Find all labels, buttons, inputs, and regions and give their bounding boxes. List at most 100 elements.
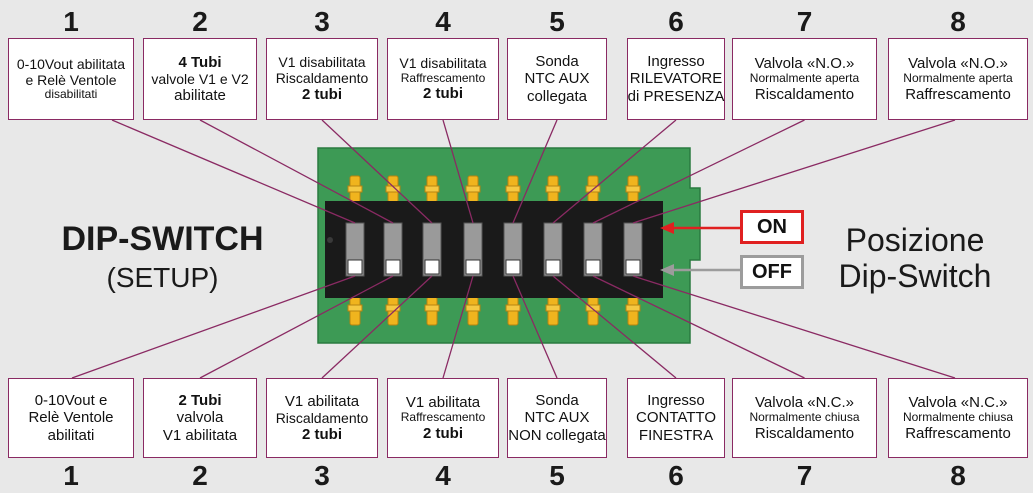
switch-lever-1: [347, 259, 363, 275]
leader-top-1: [111, 119, 356, 224]
off-description-7-line-2: Normalmente chiusa: [749, 410, 860, 425]
switch-number-bottom-1: 1: [63, 460, 79, 491]
switch-lever-2: [385, 259, 401, 275]
switch-number-top-7: 7: [796, 6, 813, 37]
diagram-title: DIP-SWITCH: [61, 220, 264, 258]
pin-bottom-cap-2: [385, 304, 401, 312]
leader-top-8: [632, 119, 956, 224]
pin-bottom-cap-6: [545, 304, 561, 312]
switch-number-top-8: 8: [950, 6, 966, 37]
off-description-3-line-1: V1 abilitata: [284, 392, 360, 410]
on-description-4-line-2: Raffrescamento: [400, 70, 486, 85]
pin-top-cap-8: [625, 185, 641, 193]
switch-lever-3: [424, 259, 440, 275]
pin-top-cap-5: [505, 185, 521, 193]
leader-bottom-3: [321, 275, 433, 379]
pin-bottom-cap-7: [585, 304, 601, 312]
off-description-4-line-1: V1 abilitata: [405, 393, 481, 411]
switch-number-bottom-2: 2: [192, 460, 208, 491]
on-arrow-head: [660, 222, 674, 234]
position-label-line2: Dip-Switch: [838, 258, 992, 294]
pin-top-cap-6: [545, 185, 561, 193]
on-description-6-line-2: RILEVATORE: [629, 70, 723, 88]
pin-top-cap-1: [347, 185, 363, 193]
off-description-1-line-3: abilitati: [47, 426, 95, 444]
top-pins: [347, 175, 641, 203]
leader-top-2: [199, 119, 394, 224]
off-description-3-line-2: Riscaldamento: [275, 409, 369, 426]
switch-number-bottom-3: 3: [314, 460, 330, 491]
off-description-2-line-3: V1 abilitata: [162, 426, 238, 444]
off-description-5-line-3: NON collegata: [508, 426, 606, 444]
position-label-line1: Posizione: [845, 222, 985, 258]
off-description-6-line-1: Ingresso: [647, 392, 705, 410]
position-label: Posizione Dip-Switch: [830, 222, 1000, 294]
off-description-3-line-3: 2 tubi: [302, 426, 342, 444]
off-label: OFF: [740, 255, 804, 289]
off-description-4-line-2: Raffrescamento: [400, 410, 486, 425]
on-description-6-line-3: di PRESENZA: [627, 87, 725, 105]
switch-number-top-2: 2: [192, 6, 208, 37]
pin1-marker: [327, 237, 333, 243]
leader-top-4: [442, 119, 474, 224]
on-description-4-line-3: 2 tubi: [423, 85, 463, 103]
off-description-8-line-3: Raffrescamento: [905, 424, 1011, 442]
on-description-1-line-1: 0-10Vout abilitata: [16, 56, 126, 72]
on-description-7-line-1: Valvola «N.O.»: [754, 54, 855, 72]
off-description-7-line-3: Riscaldamento: [754, 424, 855, 442]
on-description-2-line-2: valvole V1 e V2: [151, 70, 249, 87]
leader-bottom-1: [71, 275, 356, 379]
on-description-7-line-3: Riscaldamento: [754, 85, 855, 103]
off-description-7-line-1: Valvola «N.C.»: [755, 393, 854, 411]
leader-bottom-2: [199, 275, 394, 379]
switch-number-top-6: 6: [668, 6, 684, 37]
switch-lever-6: [545, 259, 561, 275]
on-description-5-line-1: Sonda: [535, 53, 579, 71]
leader-bottom-5: [512, 275, 558, 379]
on-description-3-line-2: Riscaldamento: [275, 70, 369, 87]
off-description-1-line-1: 0-10Vout e: [34, 392, 108, 410]
bottom-pins: [347, 296, 641, 326]
pin-bottom-cap-1: [347, 304, 363, 312]
switch-lever-8: [625, 259, 641, 275]
on-description-1-line-3: disabilitati: [44, 87, 98, 102]
pin-bottom-cap-8: [625, 304, 641, 312]
leader-top-5: [512, 119, 558, 224]
leader-top-3: [321, 119, 433, 224]
pin-bottom-cap-4: [465, 304, 481, 312]
on-description-5-line-2: NTC AUX: [524, 70, 590, 88]
switch-lever-7: [585, 259, 601, 275]
on-description-8-line-1: Valvola «N.O.»: [908, 54, 1008, 72]
switch-number-bottom-6: 6: [668, 460, 684, 491]
off-description-8-line-2: Normalmente chiusa: [902, 410, 1014, 425]
off-description-5-line-1: Sonda: [535, 392, 579, 410]
on-description-8-line-2: Normalmente aperta: [903, 71, 1013, 86]
leader-bottom-7: [592, 275, 805, 379]
switch-lever-4: [465, 259, 481, 275]
on-description-6-line-1: Ingresso: [647, 53, 705, 71]
switch-actuators: [345, 222, 643, 277]
switch-number-bottom-7: 7: [796, 460, 813, 491]
pin-bottom-cap-5: [505, 304, 521, 312]
pin-top-cap-4: [465, 185, 481, 193]
off-description-4-line-3: 2 tubi: [423, 424, 463, 442]
switch-body: [325, 201, 663, 298]
on-description-3-line-3: 2 tubi: [302, 86, 342, 104]
on-description-3-line-1: V1 disabilitata: [278, 54, 366, 71]
off-description-2-line-1: 2 Tubi: [178, 392, 222, 410]
switch-lever-5: [505, 259, 521, 275]
switch-number-bottom-8: 8: [950, 460, 966, 491]
switch-number-bottom-4: 4: [435, 460, 451, 491]
pin-bottom-cap-3: [424, 304, 440, 312]
switch-number-bottom-5: 5: [549, 460, 565, 491]
off-arrow-head: [660, 264, 674, 276]
